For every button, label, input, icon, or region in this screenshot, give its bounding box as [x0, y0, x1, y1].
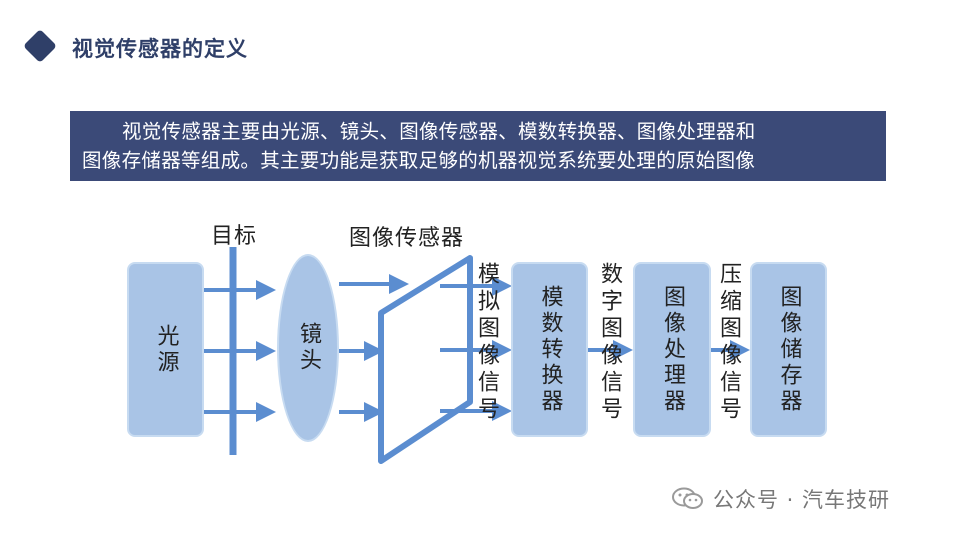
analog-signal-label: 模拟图像信号 — [474, 262, 499, 424]
light-source-box: 光源 — [127, 262, 204, 437]
image-processor-label: 图像处理器 — [660, 284, 685, 415]
image-sensor-plate — [378, 255, 473, 464]
target-label: 目标 — [211, 224, 258, 249]
description-line-1: 视觉传感器主要由光源、镜头、图像传感器、模数转换器、图像处理器和 — [122, 120, 756, 143]
image-storage-label: 图像储存器 — [776, 284, 802, 415]
wechat-icon — [671, 487, 705, 511]
adc-label: 模数转换器 — [537, 284, 563, 415]
digital-signal-label: 数字图像信号 — [597, 262, 622, 424]
compressed-signal-label: 压缩图像信号 — [716, 262, 741, 424]
watermark: 公众号 · 汽车技研 — [671, 484, 890, 514]
description-box: 视觉传感器主要由光源、镜头、图像传感器、模数转换器、图像处理器和 图像存储器等组… — [70, 111, 886, 181]
watermark-text: 公众号 · 汽车技研 — [713, 488, 891, 512]
light-source-label: 光源 — [153, 323, 179, 376]
description-line-2: 图像存储器等组成。其主要功能是获取足够的机器视觉系统要处理的原始图像 — [82, 149, 756, 172]
image-sensor-label: 图像传感器 — [349, 226, 465, 251]
image-storage-box: 图像储存器 — [750, 262, 827, 437]
lens-ellipse: 镜头 — [277, 254, 339, 442]
lens-label: 镜头 — [296, 322, 321, 374]
adc-box: 模数转换器 — [511, 262, 588, 437]
image-processor-box: 图像处理器 — [633, 262, 711, 437]
page-title: 视觉传感器的定义 — [72, 37, 248, 61]
